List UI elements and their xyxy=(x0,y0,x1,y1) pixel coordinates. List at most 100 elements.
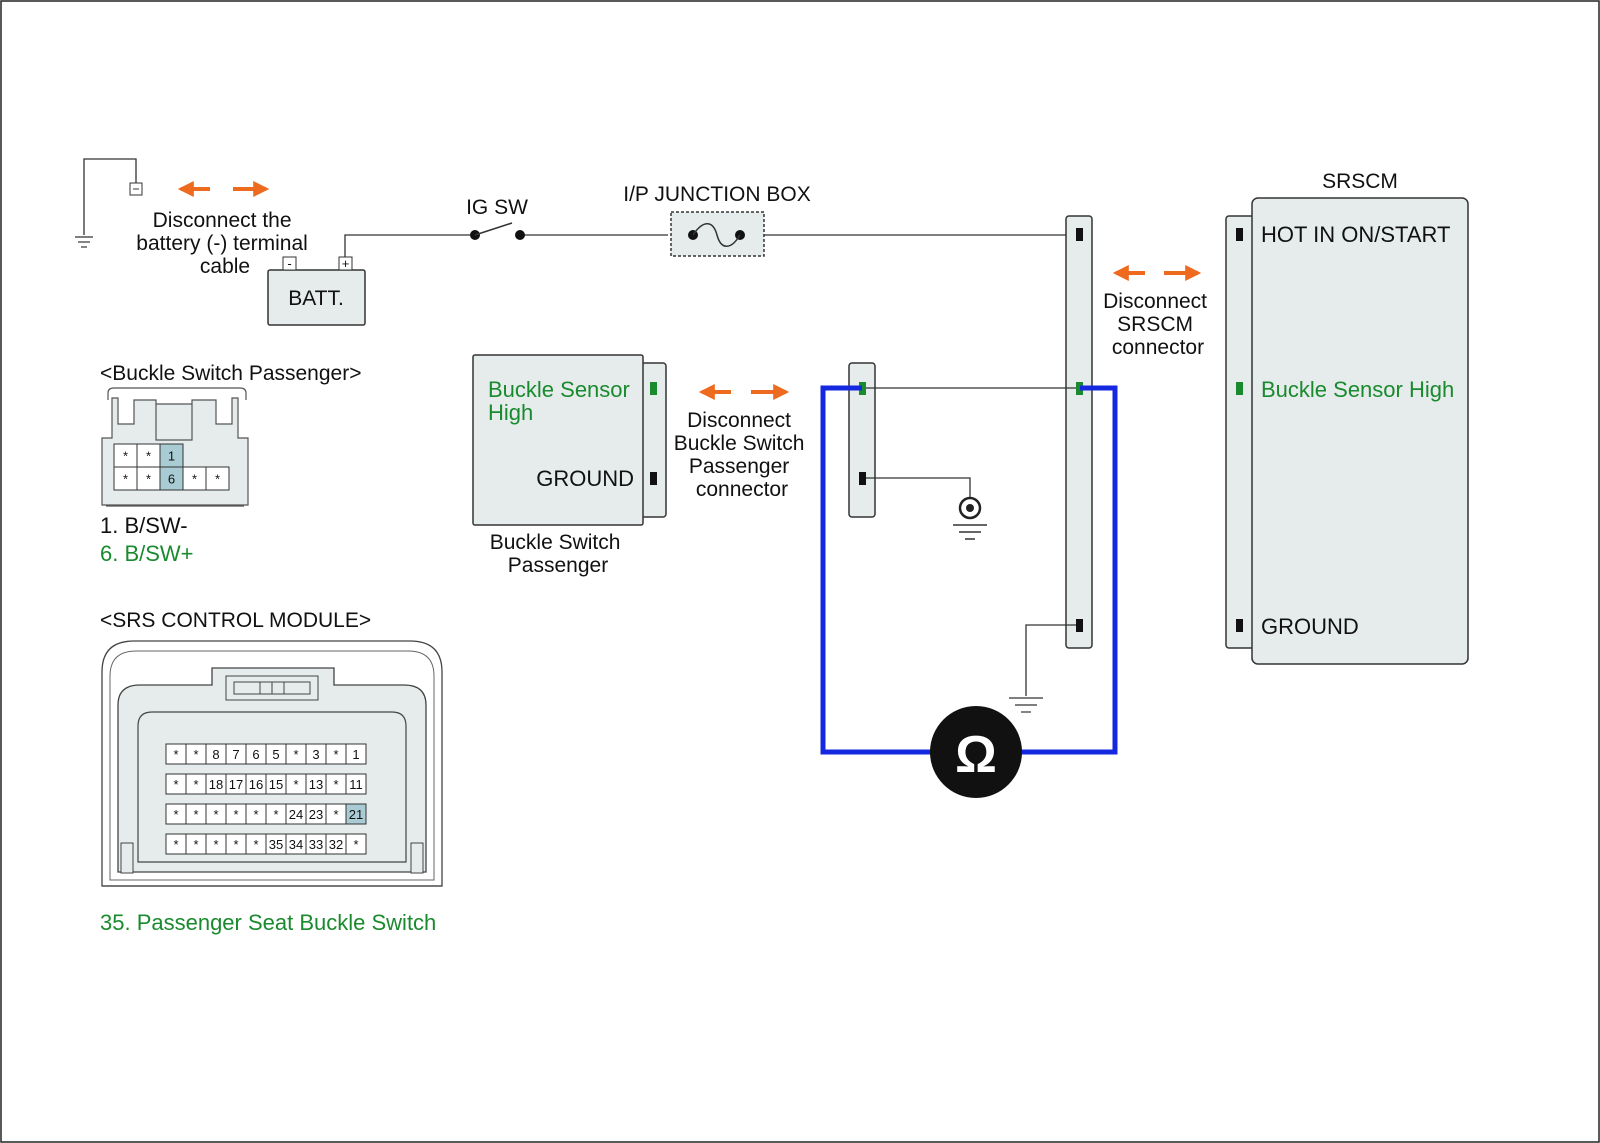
buckle-switch-module: Buckle Sensor High GROUND xyxy=(472,354,667,526)
connector-pin-label: 16 xyxy=(249,777,263,792)
connector-pin: * xyxy=(225,803,247,825)
connector-pin-label: * xyxy=(213,807,218,822)
connector-pin-label: 34 xyxy=(289,837,303,852)
connector-pin-label: 1 xyxy=(168,449,175,464)
connector-pin: * xyxy=(205,803,227,825)
connector-pin: * xyxy=(113,443,138,468)
connector-pin: * xyxy=(165,833,187,855)
srs-connector-title: <SRS CONTROL MODULE> xyxy=(100,609,371,632)
connector-pin-label: * xyxy=(193,807,198,822)
connector-pin-label: 7 xyxy=(232,747,239,762)
ohmmeter-symbol: Ω xyxy=(955,726,997,784)
connector-pin: 34 xyxy=(285,833,307,855)
connector-pin-label: 23 xyxy=(309,807,323,822)
junction-label: I/P JUNCTION BOX xyxy=(623,183,810,206)
connector-pin: 21 xyxy=(345,803,367,825)
ground-icon xyxy=(953,496,987,540)
connector-pin: 7 xyxy=(225,743,247,765)
connector-pin: * xyxy=(136,443,161,468)
connector-pin-label: * xyxy=(215,472,220,487)
connector-pin-label: * xyxy=(253,807,258,822)
connector-pin: * xyxy=(185,833,207,855)
connector-pin-label: * xyxy=(173,807,178,822)
connector-pin-label: * xyxy=(193,747,198,762)
meter-lead-right xyxy=(1020,385,1118,755)
connector-pin: * xyxy=(345,833,367,855)
supply-wire xyxy=(344,234,474,257)
battery-note: Disconnect the battery (-) terminal cabl… xyxy=(136,209,313,278)
connector-pin: 13 xyxy=(305,773,327,795)
connector-pin-label: * xyxy=(173,837,178,852)
connector-pin-label: * xyxy=(333,747,338,762)
connector-pin-label: 6 xyxy=(168,472,175,487)
connector-pin: 35 xyxy=(265,833,287,855)
srscm-module: SRSCM HOT IN ON/START Buckle Sensor High… xyxy=(1225,170,1469,665)
connector-pin-label: * xyxy=(253,837,258,852)
connector-pin-label: * xyxy=(213,837,218,852)
connector-pin: 11 xyxy=(345,773,367,795)
meter-lead-left xyxy=(820,385,932,755)
connector-pin: * xyxy=(325,803,347,825)
connector-pin: 24 xyxy=(285,803,307,825)
connector-pin: * xyxy=(225,833,247,855)
connector-pin: * xyxy=(185,773,207,795)
connector-pin-label: 32 xyxy=(329,837,343,852)
connector-pin-label: * xyxy=(293,777,298,792)
connector-pin-label: 24 xyxy=(289,807,303,822)
connector-pin: * xyxy=(245,803,267,825)
buckle-module-caption: Buckle Switch Passenger xyxy=(490,531,627,577)
srscm-harness-connector xyxy=(1065,215,1093,649)
connector-pin-label: * xyxy=(193,777,198,792)
connector-pin-label: 21 xyxy=(349,807,363,822)
connector-pin: 18 xyxy=(205,773,227,795)
connector-pin: 33 xyxy=(305,833,327,855)
buckle-legend-1: 1. B/SW- xyxy=(100,513,188,538)
battery-neg-terminal: - xyxy=(287,256,291,271)
battery-label: BATT. xyxy=(288,287,344,310)
connector-pin: * xyxy=(245,833,267,855)
srscm-pin-hot-in: HOT IN ON/START xyxy=(1261,222,1450,247)
srscm-pin-ground: GROUND xyxy=(1261,614,1359,639)
buckle-legend-6: 6. B/SW+ xyxy=(100,541,194,566)
connector-pin-label: 18 xyxy=(209,777,223,792)
connector-pin: 1 xyxy=(159,443,184,468)
connector-pin-label: 35 xyxy=(269,837,283,852)
connector-pin-label: 5 xyxy=(272,747,279,762)
connector-pin: * xyxy=(165,803,187,825)
connector-pin: 3 xyxy=(305,743,327,765)
srscm-title: SRSCM xyxy=(1322,170,1398,193)
connector-pin-label: * xyxy=(173,777,178,792)
connector-pin-label: 8 xyxy=(212,747,219,762)
connector-pin-label: * xyxy=(193,837,198,852)
connector-pin-label: * xyxy=(173,747,178,762)
connector-pin-label: * xyxy=(333,777,338,792)
buckle-connector-pins: **1**6** xyxy=(113,443,230,491)
connector-pin: 15 xyxy=(265,773,287,795)
connector-pin-label: * xyxy=(333,807,338,822)
connector-pin-label: 3 xyxy=(312,747,319,762)
ground-icon xyxy=(75,236,93,248)
connector-pin-label: 33 xyxy=(309,837,323,852)
connector-pin-label: 13 xyxy=(309,777,323,792)
connector-pin-label: 6 xyxy=(252,747,259,762)
connector-pin-label: * xyxy=(123,472,128,487)
connector-pin-label: 17 xyxy=(229,777,243,792)
srs-legend: 35. Passenger Seat Buckle Switch xyxy=(100,910,436,935)
connector-pin-label: 11 xyxy=(349,777,363,792)
buckle-note: Disconnect Buckle Switch Passenger conne… xyxy=(674,409,811,501)
buckle-pin-sensor-high: Buckle Sensor High xyxy=(488,377,636,425)
connector-pin: 23 xyxy=(305,803,327,825)
battery: BATT. - + xyxy=(267,256,366,326)
connector-pin: * xyxy=(325,743,347,765)
connector-pin: * xyxy=(205,466,230,491)
connector-pin: * xyxy=(205,833,227,855)
ohmmeter-icon: Ω xyxy=(930,706,1022,798)
ground-icon xyxy=(1009,697,1043,713)
connector-pin-label: * xyxy=(123,449,128,464)
connector-pin: * xyxy=(265,803,287,825)
connector-pin: 32 xyxy=(325,833,347,855)
connector-pin-label: * xyxy=(353,837,358,852)
battery-pos-terminal: + xyxy=(342,256,350,271)
